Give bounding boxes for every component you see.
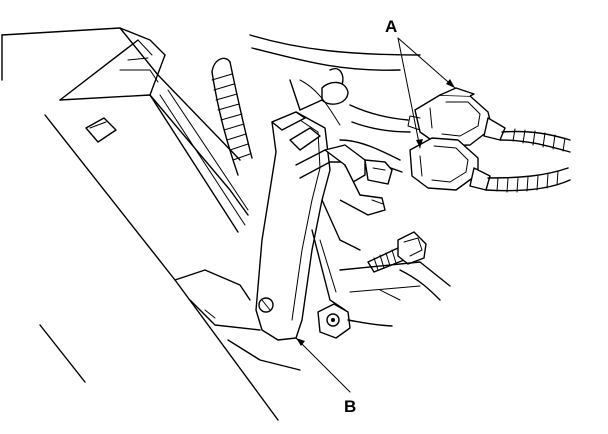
nut (317, 303, 393, 339)
lower-frame (339, 261, 451, 301)
wiring-connectors (339, 87, 571, 193)
body-panel (1, 27, 301, 421)
callout-a: A (385, 17, 456, 149)
harness-loom (211, 34, 421, 176)
callout-b-label: B (344, 397, 356, 416)
upper-connector (407, 87, 571, 153)
lower-connector (339, 104, 571, 193)
mounting-bracket (255, 111, 393, 341)
callout-a-label: A (385, 17, 397, 36)
callout-b: B (295, 337, 356, 416)
